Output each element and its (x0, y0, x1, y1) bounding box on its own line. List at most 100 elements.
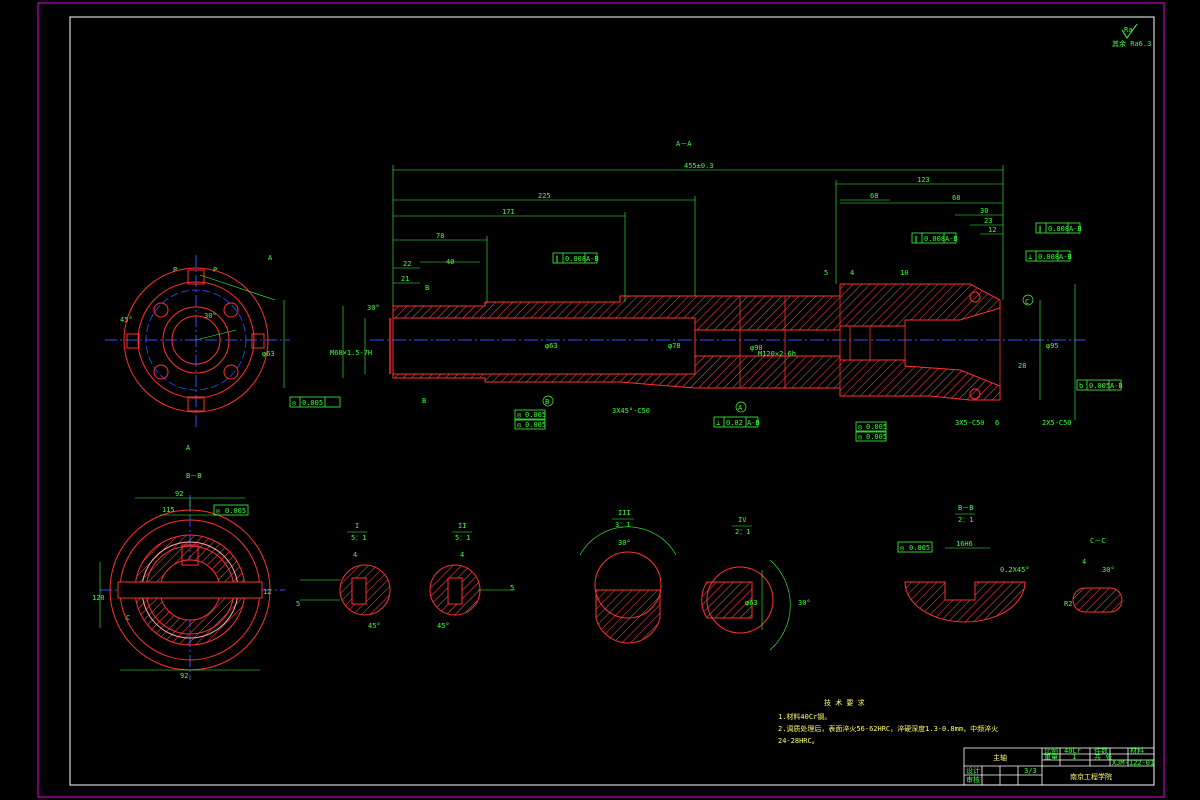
svg-text:1.材料40Cr钢。: 1.材料40Cr钢。 (778, 712, 831, 721)
svg-text:P: P (213, 266, 217, 274)
svg-text:0.008: 0.008 (565, 255, 586, 263)
svg-text:共 张: 共 张 (1094, 752, 1112, 761)
svg-text:件数: 件数 (1094, 746, 1108, 755)
svg-text:φ63: φ63 (262, 350, 275, 358)
svg-text:B: B (425, 284, 429, 292)
svg-text:16H6: 16H6 (956, 540, 973, 548)
svg-text:◎: ◎ (900, 544, 905, 552)
svg-text:3：1: 3：1 (615, 521, 630, 529)
tech-requirements: 技 术 要 求 1.材料40Cr钢。 2.调质处理后，表面淬火56-62HRC，… (778, 698, 998, 745)
title-block (963, 747, 1155, 786)
svg-text:◎: ◎ (858, 423, 863, 431)
svg-text:比例: 比例 (1044, 746, 1058, 755)
sheet-border (37, 2, 1165, 798)
svg-text:171: 171 (502, 208, 515, 216)
shaft-dimension-texts: 455±0.3 225 171 78 22 21 40 123 68 68 30… (330, 162, 1072, 427)
svg-text:∥: ∥ (555, 255, 559, 263)
svg-text:4: 4 (1082, 558, 1086, 566)
svg-text:4: 4 (850, 269, 854, 277)
svg-text:b: b (1079, 382, 1083, 390)
bb-tolerance: ◎ 0.005 (213, 504, 249, 516)
tolerance-frame-7: ◎ 0.005 ◎ 0.005 ◎ 0.005 ◎ 0.005 (514, 409, 887, 442)
svg-text:B: B (545, 398, 549, 406)
svg-text:30°: 30° (204, 312, 217, 320)
svg-text:28: 28 (1018, 362, 1026, 370)
end-view: A A P P 30° 45° φ63 ◎ 0.005 (105, 254, 341, 452)
svg-text:0.005: 0.005 (866, 423, 887, 431)
svg-text:2：1: 2：1 (958, 516, 973, 524)
svg-text:◎: ◎ (292, 399, 297, 407)
svg-text:A-B: A-B (1110, 382, 1123, 390)
svg-text:B－B: B－B (186, 472, 201, 480)
svg-text:12: 12 (263, 588, 271, 596)
svg-text:5：1: 5：1 (455, 534, 470, 542)
svg-text:A-B: A-B (1059, 253, 1072, 261)
svg-text:C－C: C－C (1090, 537, 1105, 545)
detail-iv: IV 2：1 30° φ63 (701, 516, 811, 651)
svg-text:A-B: A-B (945, 235, 958, 243)
svg-text:φ95: φ95 (1046, 342, 1059, 350)
svg-text:III: III (618, 509, 631, 517)
corner-roughness-note: Ra 其余 Ra6.3 (1112, 23, 1151, 48)
svg-text:45°: 45° (368, 622, 381, 630)
tolerance-frame-5: ⊥ 0.02 A-B (713, 416, 760, 428)
svg-text:C: C (1025, 298, 1029, 306)
svg-text:0.008: 0.008 (924, 235, 945, 243)
svg-text:∥: ∥ (1038, 225, 1042, 233)
tolerance-frame-6: b 0.005 A-B (1076, 379, 1123, 391)
svg-text:2：1: 2：1 (735, 528, 750, 536)
detail-bb-2x: B－B 2：1 16H6 0.2X45° ◎ 0.005 (897, 504, 1030, 623)
svg-text:A-B: A-B (1069, 225, 1082, 233)
main-shaft-section (370, 283, 1085, 401)
svg-text:10: 10 (900, 269, 908, 277)
svg-text:0.005: 0.005 (525, 421, 546, 429)
svg-text:I: I (355, 522, 359, 530)
svg-text:0.005: 0.005 (302, 399, 323, 407)
svg-text:30°: 30° (1102, 566, 1115, 574)
svg-text:材料: 材料 (1130, 746, 1144, 755)
detail-i: I 5：1 5 4 45° (296, 522, 391, 630)
svg-text:设计: 设计 (966, 766, 980, 775)
svg-text:重量: 重量 (1044, 753, 1058, 761)
svg-text:92: 92 (175, 490, 183, 498)
svg-text:⊥: ⊥ (1028, 253, 1032, 261)
svg-text:审核: 审核 (966, 775, 980, 784)
svg-text:21: 21 (401, 275, 409, 283)
svg-text:0.005: 0.005 (866, 433, 887, 441)
svg-text:0.005: 0.005 (225, 507, 246, 515)
svg-text:22: 22 (403, 260, 411, 268)
svg-text:0.005: 0.005 (525, 411, 546, 419)
svg-text:3X45°-C50: 3X45°-C50 (612, 407, 650, 415)
tolerance-frame-2: ∥ 0.008 A-B (911, 232, 958, 244)
svg-text:78: 78 (436, 232, 444, 240)
svg-text:12: 12 (988, 226, 996, 234)
svg-text:IV: IV (738, 516, 747, 524)
svg-text:30°: 30° (618, 539, 631, 547)
shaft-dimensions (342, 165, 1076, 420)
section-aa-label: A－A (676, 140, 692, 148)
svg-text:A: A (738, 404, 743, 412)
svg-text:R2: R2 (1064, 600, 1072, 608)
section-cc: C－C R2 30° 4 (1064, 537, 1123, 613)
svg-text:4: 4 (353, 551, 357, 559)
svg-text:120: 120 (92, 594, 105, 602)
svg-text:3X5-C50: 3X5-C50 (955, 419, 985, 427)
company-name: 南京工程学院 (1070, 772, 1112, 781)
svg-text:A: A (268, 254, 273, 262)
svg-text:45°: 45° (120, 316, 133, 324)
svg-text:P: P (173, 266, 177, 274)
svg-text:3/3: 3/3 (1024, 767, 1037, 775)
svg-text:◎: ◎ (858, 433, 863, 441)
svg-text:φ90: φ90 (750, 344, 763, 352)
svg-text:Ra: Ra (1124, 26, 1132, 34)
detail-ii: II 5：1 4 5 45° (429, 522, 515, 630)
svg-text:225: 225 (538, 192, 551, 200)
svg-text:A-B: A-B (747, 419, 760, 427)
svg-text:115: 115 (162, 506, 175, 514)
svg-text:II: II (458, 522, 466, 530)
svg-text:5：1: 5：1 (351, 534, 366, 542)
svg-text:◎: ◎ (216, 507, 221, 515)
svg-text:68: 68 (952, 194, 960, 202)
detail-iii: III 3：1 30° (579, 509, 677, 644)
tolerance-frame-4: ⊥ 0.008 A-B (1025, 250, 1072, 262)
